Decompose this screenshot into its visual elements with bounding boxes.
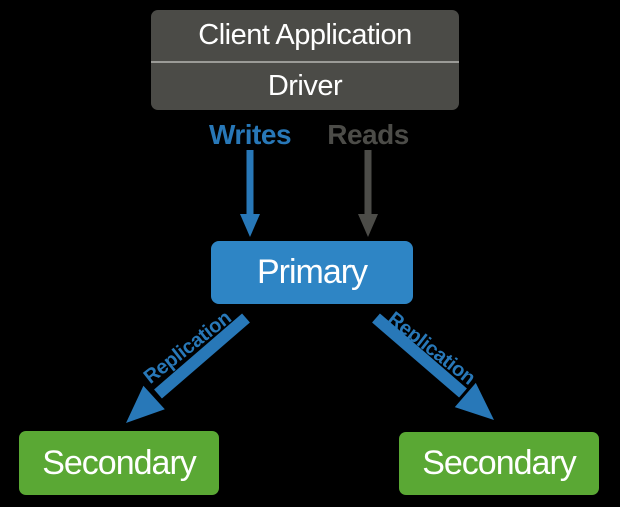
writes-arrow-icon: [240, 150, 260, 237]
divider-line: [151, 61, 459, 63]
replication-arrow-left-icon: [126, 313, 250, 423]
client-application-label: Client Application: [198, 19, 412, 51]
secondary-right-label: Secondary: [422, 444, 577, 482]
client-application-row: Client Application: [151, 10, 459, 61]
driver-row: Driver: [151, 63, 459, 110]
secondary-left-label: Secondary: [42, 443, 197, 482]
primary-label: Primary: [256, 253, 368, 291]
secondary-node-right: Secondary: [399, 432, 599, 495]
primary-node: Primary: [211, 241, 413, 304]
reads-label: Reads: [327, 119, 409, 150]
reads-arrow-icon: [358, 150, 378, 237]
driver-label: Driver: [267, 70, 343, 102]
secondary-node-left: Secondary: [19, 431, 219, 495]
replication-arrow-right-icon: [372, 313, 494, 420]
client-application-box: Client Application Driver: [151, 10, 459, 110]
writes-label: Writes: [208, 119, 292, 150]
